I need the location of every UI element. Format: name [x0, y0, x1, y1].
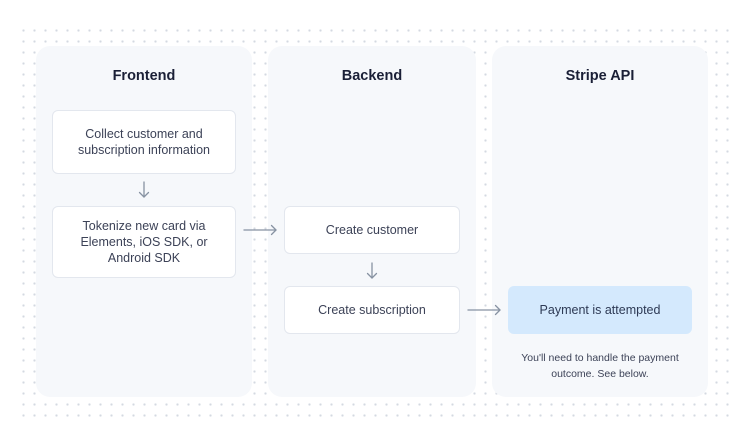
- tokenize-card-box: Tokenize new card via Elements, iOS SDK,…: [52, 206, 236, 278]
- collect-info-box: Collect customer and subscription inform…: [52, 110, 236, 174]
- payment-attempted-box: Payment is attempted: [508, 286, 692, 334]
- arrow-customer-to-subscription: [366, 262, 378, 279]
- stripe-api-column: Stripe API: [492, 46, 708, 397]
- stripe-api-title: Stripe API: [565, 68, 635, 84]
- create-subscription-box: Create subscription: [284, 286, 460, 334]
- arrow-collect-to-tokenize: [138, 181, 150, 198]
- arrow-tokenize-to-create-customer: [243, 224, 277, 236]
- arrow-subscription-to-payment: [467, 304, 501, 316]
- payment-outcome-note: You'll need to handle the payment outcom…: [521, 352, 679, 380]
- create-customer-box: Create customer: [284, 206, 460, 254]
- frontend-title: Frontend: [112, 68, 176, 84]
- backend-title: Backend: [341, 68, 403, 84]
